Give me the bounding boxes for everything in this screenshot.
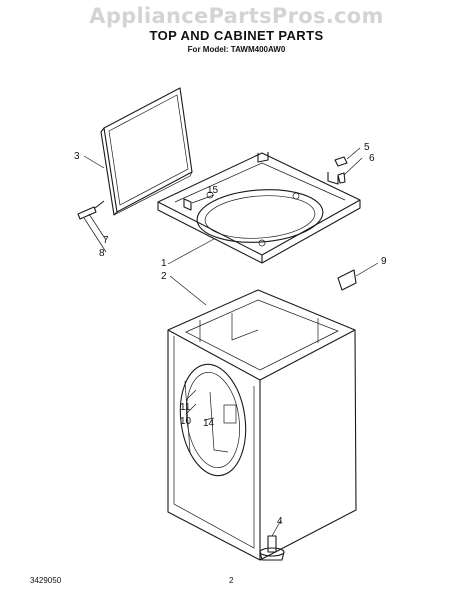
callout-4: 4: [277, 516, 283, 527]
document-number: 3429050: [30, 576, 62, 585]
page-title: TOP AND CABINET PARTS: [149, 28, 324, 43]
page-number: 2: [229, 576, 234, 585]
lid-part[interactable]: [100, 87, 193, 216]
screw-part[interactable]: [334, 156, 348, 184]
callout-8: 8: [99, 248, 105, 259]
leader-lines: [83, 147, 379, 537]
callout-3: 3: [74, 151, 80, 162]
leveling-leg-part[interactable]: [259, 535, 285, 561]
callout-1: 1: [161, 258, 167, 269]
model-subtitle: For Model: TAWM400AW0: [187, 45, 286, 54]
callout-5: 5: [364, 142, 370, 153]
clip-part[interactable]: [183, 198, 192, 211]
watermark: AppliancePartsPros.com: [89, 4, 384, 28]
top-frame-part[interactable]: [157, 152, 361, 264]
callout-2: 2: [161, 271, 167, 282]
cabinet-part[interactable]: [167, 289, 357, 561]
callout-11: 11: [180, 402, 191, 413]
callout-10: 10: [180, 416, 192, 427]
callout-9: 9: [381, 256, 387, 267]
callout-15: 15: [207, 185, 219, 196]
hinge-screw-part[interactable]: [77, 200, 105, 220]
bracket-part[interactable]: [337, 269, 357, 291]
callout-6: 6: [369, 153, 375, 164]
callout-7: 7: [103, 235, 109, 246]
callout-14: 14: [203, 418, 215, 429]
